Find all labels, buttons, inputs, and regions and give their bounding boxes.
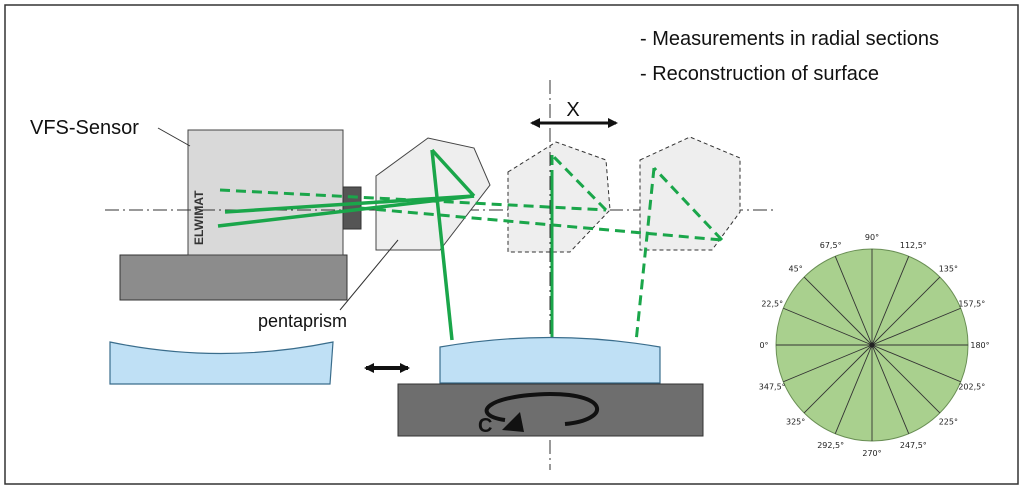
polar-angle-label: 90°: [865, 233, 879, 242]
polar-radial-line: [871, 344, 910, 434]
polar-disc: 0° 22,5° 45° 67,5° 90° 112,5° 135° 157,5° 180° 20…: [759, 233, 990, 458]
polar-radial-line: [803, 276, 873, 346]
pentaprism-dashed-1: [507, 141, 611, 253]
pentaprism-solid: [375, 137, 491, 251]
polar-angle-label: 45°: [789, 265, 803, 274]
polar-angle-label: 347,5°: [759, 382, 786, 391]
polar-angle-label: 247,5°: [900, 441, 927, 450]
vfs-sensor-box: [187, 129, 344, 256]
polar-angle-label: 135°: [939, 265, 958, 274]
pentaprism-label: pentaprism: [258, 311, 347, 331]
pentaprism-dashed-2: [639, 136, 741, 251]
polar-radial-line: [871, 276, 941, 346]
polar-angle-label: 22,5°: [761, 300, 783, 309]
polar-radial-line: [834, 344, 873, 434]
polar-angle-label: 0°: [759, 341, 768, 350]
sensor-leader-line: [157, 127, 191, 147]
axis-x-label: X: [566, 99, 579, 121]
sensor-label: VFS-Sensor: [30, 117, 139, 139]
polar-angle-label: 225°: [939, 417, 958, 426]
note-measurements: - Measurements in radial sections: [640, 28, 939, 50]
brand-label: ELWIMAT: [192, 190, 206, 245]
polar-angle-label: 202,5°: [958, 382, 985, 391]
polar-radial-line: [803, 344, 873, 414]
polar-angle-label: 157,5°: [958, 300, 985, 309]
concave-lens: [109, 341, 334, 385]
polar-radial-line: [783, 344, 873, 383]
polar-angle-label: 67,5°: [820, 241, 842, 250]
polar-radial-line: [871, 344, 941, 414]
polar-radial-line: [834, 256, 873, 346]
sensor-base: [119, 254, 348, 301]
polar-angle-label: 325°: [786, 417, 805, 426]
polar-radial-line: [871, 307, 961, 346]
polar-angle-label: 180°: [970, 341, 989, 350]
polar-angle-label: 292,5°: [817, 441, 844, 450]
polar-center-dot: [869, 342, 875, 348]
convex-lens: [439, 336, 661, 384]
rotation-label: C: [478, 415, 492, 437]
rotary-stage: [397, 383, 704, 437]
rotation-arrow-head: [502, 412, 524, 432]
rotation-arrow-icon: [484, 391, 599, 426]
polar-radial-line: [871, 344, 961, 383]
polar-radial-line: [871, 256, 910, 346]
polar-angle-label: 270°: [862, 449, 881, 458]
polar-radial-line: [783, 307, 873, 346]
pentaprism-leader-line: [339, 239, 399, 311]
note-reconstruction: - Reconstruction of surface: [640, 63, 879, 85]
polar-angle-label: 112,5°: [900, 241, 927, 250]
